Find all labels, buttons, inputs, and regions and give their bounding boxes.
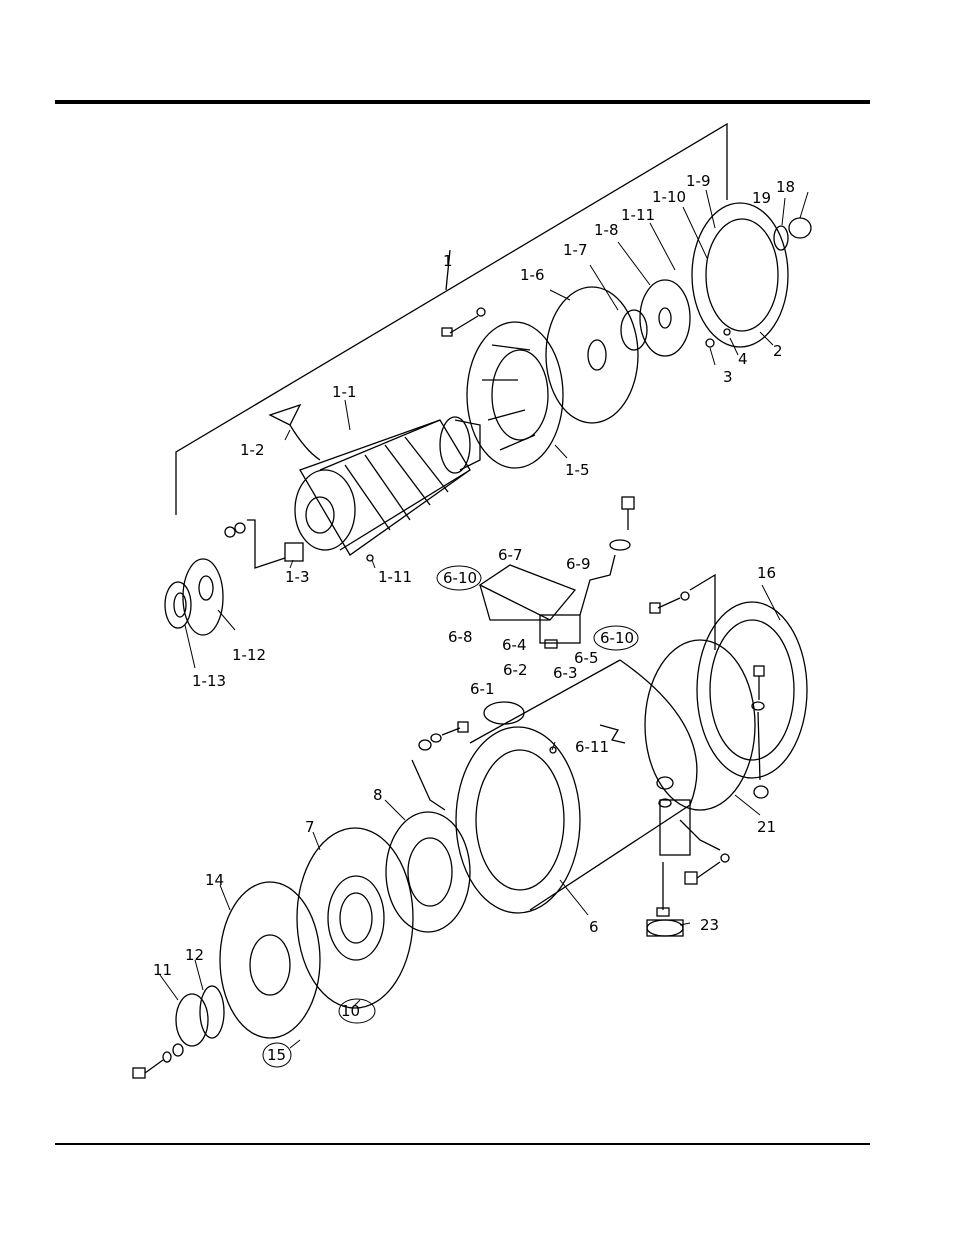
- end-bracket-7-drawing: [297, 828, 413, 1008]
- rotor-drawing: [295, 417, 480, 555]
- callout-1-12: 1-12: [232, 646, 266, 664]
- callout-8: 8: [373, 786, 383, 804]
- washer-4-drawing: [724, 329, 730, 335]
- bolt-3-drawing: [706, 339, 714, 347]
- end-bracket-drawing: [692, 203, 788, 347]
- callout-1-3: 1-3: [285, 568, 310, 586]
- callout-1-11-top: 1-11: [621, 206, 655, 224]
- callout-6-8: 6-8: [448, 628, 473, 646]
- callout-labels: 1 1-1 1-2 1-3 1-5 1-6 1-7 1-8 1-9 1-10 1…: [153, 172, 795, 1064]
- callout-18: 18: [776, 178, 795, 196]
- vibration-mount-drawing: [647, 862, 683, 936]
- callout-21: 21: [757, 818, 776, 836]
- housing-bolts-drawing: [650, 575, 768, 798]
- callout-1-9: 1-9: [686, 172, 711, 190]
- key-part-drawing: [270, 405, 320, 460]
- end-cap-drawing: [176, 994, 208, 1046]
- callout-1-6: 1-6: [520, 266, 545, 284]
- screen-drawing: [220, 882, 320, 1038]
- callout-23: 23: [700, 916, 719, 934]
- bearing-drawing: [165, 582, 191, 628]
- callout-14: 14: [205, 871, 224, 889]
- brush-assembly-drawing: [480, 565, 580, 648]
- terminal-block-drawing: [285, 543, 303, 561]
- exciter-bolts-drawing: [412, 722, 468, 810]
- callout-3: 3: [723, 368, 733, 386]
- rotor-washers: [225, 520, 285, 568]
- callout-1-7: 1-7: [563, 241, 588, 259]
- callout-12: 12: [185, 946, 204, 964]
- hub-plate-drawing: [640, 280, 690, 356]
- callout-6-1: 6-1: [470, 680, 495, 698]
- callout-1-11-rotor: 1-11: [378, 568, 412, 586]
- callout-4: 4: [738, 350, 748, 368]
- fan-bolt-drawing: [442, 308, 485, 336]
- callout-1-2: 1-2: [240, 441, 265, 459]
- callout-1-13: 1-13: [192, 672, 226, 690]
- callout-15: 15: [267, 1046, 286, 1064]
- cover-ring-drawing: [200, 986, 224, 1038]
- callout-11: 11: [153, 961, 172, 979]
- grommet-drawing: [484, 702, 524, 724]
- bearing-cap-18-drawing: [789, 218, 811, 238]
- exciter-stator-drawing: [386, 812, 470, 932]
- callout-6: 6: [589, 918, 599, 936]
- adapter-ring-drawing: [645, 640, 755, 810]
- callout-6-2: 6-2: [503, 661, 528, 679]
- fan-drawing: [467, 322, 563, 468]
- callout-1-10: 1-10: [652, 188, 686, 206]
- callout-6-5: 6-5: [574, 649, 599, 667]
- callout-16: 16: [757, 564, 776, 582]
- callout-1-8: 1-8: [594, 221, 619, 239]
- callout-6-10-left: 6-10: [443, 569, 477, 587]
- callout-1: 1: [443, 252, 453, 270]
- end-plate-drawing: [183, 559, 223, 635]
- callout-6-9: 6-9: [566, 555, 591, 573]
- callout-6-10-right: 6-10: [600, 629, 634, 647]
- callout-19: 19: [752, 189, 771, 207]
- callout-6-11: 6-11: [575, 738, 609, 756]
- callout-6-4: 6-4: [502, 636, 527, 654]
- callout-2: 2: [773, 342, 783, 360]
- callout-10: 10: [341, 1002, 360, 1020]
- callout-1-5: 1-5: [565, 461, 590, 479]
- callout-6-7: 6-7: [498, 546, 523, 564]
- drive-disc-drawing: [546, 287, 638, 423]
- callout-7: 7: [305, 818, 315, 836]
- cap-bolt-drawing: [133, 1044, 183, 1078]
- callout-1-1: 1-1: [332, 383, 357, 401]
- hub-drawing: [621, 310, 647, 350]
